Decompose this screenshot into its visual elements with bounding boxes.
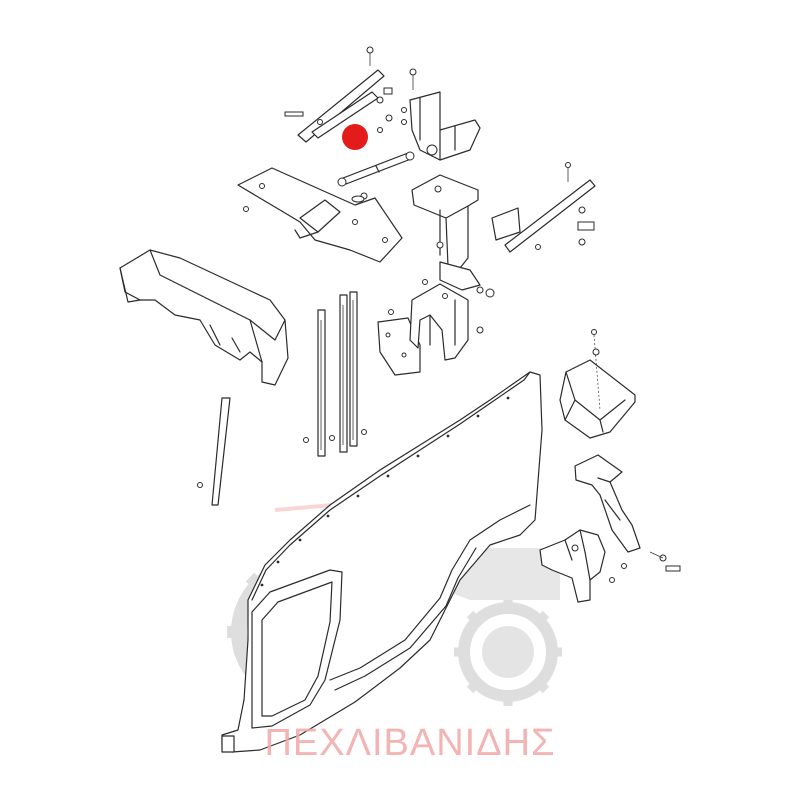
door-window-frame — [251, 569, 343, 729]
bolt-icon — [409, 68, 417, 76]
nut-icon — [578, 206, 586, 214]
bracket-foot — [439, 261, 481, 291]
cradle-bracket — [559, 359, 636, 439]
upper-cab-support-assembly — [237, 46, 596, 298]
nut-icon — [385, 114, 393, 122]
nut-icon — [578, 238, 586, 246]
watermark-text: ΠΕΧΛΙΒΑΝΙΔΗΣ — [264, 722, 556, 764]
screw-icon — [197, 482, 203, 488]
bolt-icon — [565, 162, 571, 168]
screw-icon — [361, 429, 367, 435]
screw-icon — [329, 435, 335, 441]
hole-icon — [259, 183, 265, 189]
right-bracket-set — [539, 329, 681, 603]
bolt-icon — [366, 46, 374, 54]
mounting-plate — [237, 167, 403, 263]
bolt-icon — [591, 329, 597, 335]
support-rod-right — [504, 179, 596, 253]
pedestal-bracket — [411, 174, 479, 269]
nut-icon — [388, 309, 394, 315]
seal-strips — [197, 291, 367, 506]
nut-icon — [376, 96, 384, 104]
bolt-icon — [665, 565, 681, 572]
hole-icon — [382, 237, 388, 243]
washer-icon — [426, 144, 438, 156]
support-rod-left — [297, 69, 385, 143]
nut-icon — [476, 286, 484, 294]
hole-icon — [352, 219, 358, 225]
nut-icon — [609, 577, 615, 583]
seal-strip-2 — [339, 294, 348, 453]
washer-icon — [592, 348, 600, 356]
watermark-front-wheel — [454, 598, 562, 706]
panel-screw-holes — [260, 396, 510, 587]
hinge-bracket — [409, 91, 481, 161]
hinge-bracket-set — [377, 279, 484, 376]
door-latch — [221, 735, 235, 753]
hole-icon — [385, 332, 391, 338]
clip-icon — [383, 87, 393, 95]
washer-icon — [317, 119, 323, 125]
nut-icon — [401, 119, 407, 125]
hinge-plate-left — [377, 317, 421, 376]
clip-icon — [577, 221, 595, 231]
bolt-icon — [243, 206, 249, 212]
nut-icon — [401, 107, 407, 113]
hole-icon — [571, 544, 579, 552]
bushing-icon — [351, 195, 365, 203]
seal-strip-1 — [317, 309, 326, 457]
hole-icon — [401, 352, 407, 358]
seal-strip-3 — [349, 291, 358, 447]
screw-icon — [303, 437, 309, 443]
hinge-bracket-u — [409, 283, 469, 361]
hole-icon — [442, 293, 448, 299]
seal-strip-diagonal — [211, 397, 231, 506]
nut-icon — [476, 326, 484, 334]
door-fender-panel — [221, 371, 543, 753]
roof-fairing — [119, 249, 289, 386]
bolt-icon — [436, 241, 444, 249]
strut-end-icon — [405, 151, 415, 161]
bolt-icon — [284, 111, 304, 117]
fairing-body — [119, 249, 289, 386]
strut-end-icon — [337, 177, 347, 187]
small-plate-right — [491, 207, 521, 241]
bolt-icon — [621, 563, 627, 569]
hole-icon — [434, 185, 442, 193]
nut-icon — [377, 127, 383, 133]
nut-icon — [535, 244, 541, 250]
callout-marker — [342, 124, 368, 150]
washer-icon — [485, 288, 495, 298]
hole-icon — [422, 279, 428, 285]
